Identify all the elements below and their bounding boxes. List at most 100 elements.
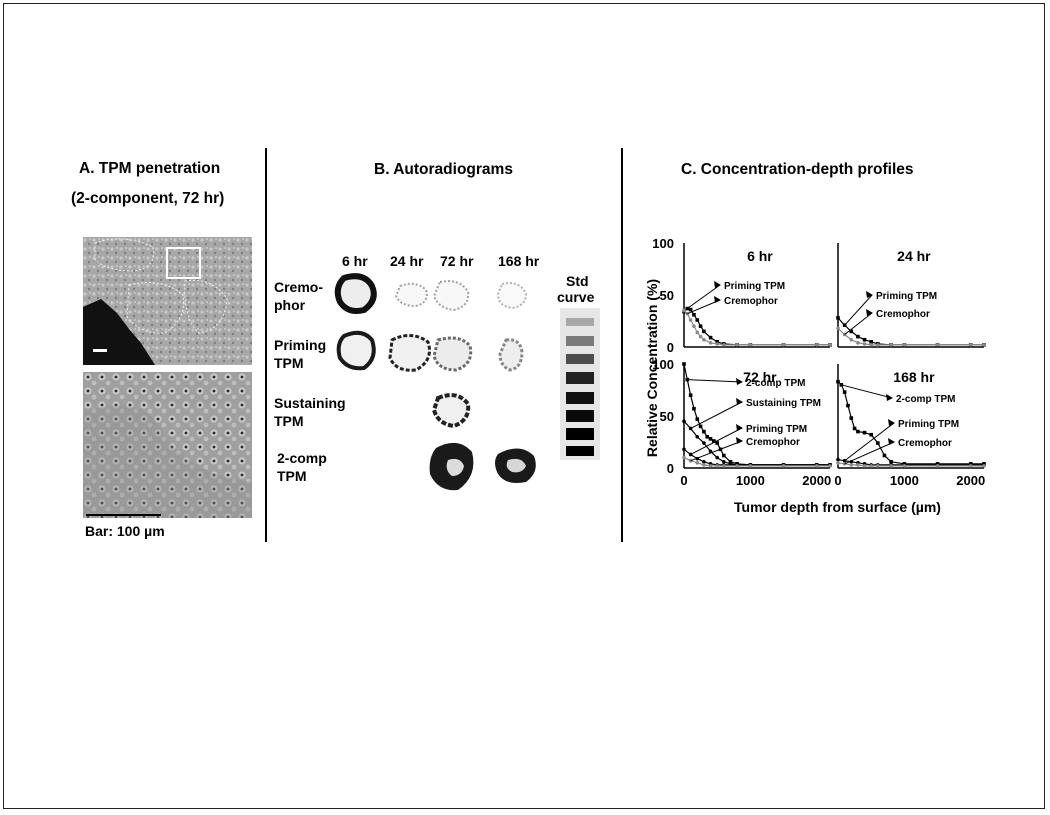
y-tick-label: 100 — [652, 357, 674, 372]
data-point — [882, 453, 887, 458]
data-point — [935, 464, 940, 468]
data-point — [695, 330, 700, 335]
data-point — [695, 435, 700, 439]
blot-priming-6hr — [336, 330, 376, 371]
time-label-72hr: 72 hr — [440, 253, 474, 269]
series-label: Priming TPM — [876, 291, 937, 302]
time-label-24hr: 24 hr — [390, 253, 424, 269]
micrograph-top — [83, 237, 252, 365]
data-point — [836, 326, 840, 331]
data-point — [695, 318, 700, 322]
data-point — [828, 343, 832, 347]
series-line — [683, 310, 830, 346]
data-point — [682, 362, 686, 366]
leader-line — [690, 440, 743, 462]
data-point — [715, 455, 719, 460]
data-point — [842, 462, 847, 466]
series-label: Priming TPM — [746, 424, 807, 435]
y-tick-label: 0 — [667, 461, 674, 476]
data-point — [682, 455, 686, 460]
data-point — [836, 316, 840, 320]
data-point — [836, 457, 840, 462]
row-label-line: Sustaining — [274, 395, 346, 411]
blot-priming-168hr — [498, 338, 524, 372]
data-point — [889, 459, 893, 464]
data-point — [869, 464, 873, 468]
leader-line — [844, 441, 895, 465]
std-curve-label: curve — [557, 289, 595, 305]
data-point — [705, 435, 710, 439]
row-label-line: TPM — [274, 413, 304, 429]
time-label-168hr: 168 hr — [498, 253, 540, 269]
panel-a-title: A. TPM penetration — [79, 160, 221, 177]
data-point — [682, 447, 686, 452]
x-tick-label: 2000 — [956, 473, 985, 488]
autoradiogram-grid — [334, 273, 536, 491]
data-point — [862, 464, 867, 468]
x-tick-label: 1000 — [890, 473, 919, 488]
arrowhead — [736, 398, 743, 405]
data-point — [862, 430, 867, 435]
data-point — [836, 379, 840, 384]
x-tick-label: 0 — [680, 473, 687, 488]
data-point — [846, 403, 850, 408]
data-point — [781, 464, 786, 468]
data-point — [735, 343, 739, 347]
arrowhead — [736, 378, 743, 385]
series-label: Priming TPM — [724, 281, 785, 292]
data-point — [708, 335, 713, 340]
data-point — [698, 324, 703, 328]
row-label-line: phor — [274, 297, 306, 313]
series-label: Priming TPM — [898, 419, 959, 430]
data-point — [688, 393, 693, 397]
x-axis-label: Tumor depth from surface (µm) — [734, 499, 941, 515]
leader-line — [844, 294, 873, 326]
divider-left — [265, 148, 267, 542]
data-point — [781, 343, 786, 347]
data-point — [862, 342, 867, 346]
data-point — [708, 464, 713, 468]
arrowhead — [888, 419, 895, 426]
row-label-line: TPM — [277, 468, 307, 484]
panel-c-title: C. Concentration-depth profiles — [681, 161, 914, 178]
data-point — [708, 437, 713, 441]
blot-priming-24hr — [388, 334, 431, 372]
series-line — [683, 307, 830, 346]
data-point — [692, 406, 696, 411]
scale-bar-label: Bar: 100 µm — [85, 523, 165, 539]
panel-a-subtitle: (2-component, 72 hr) — [71, 190, 225, 207]
data-point — [814, 464, 819, 468]
series-label: 2-comp TPM — [896, 394, 955, 405]
data-point — [849, 416, 854, 420]
chart-title: 72 hr — [743, 369, 777, 385]
y-tick-label: 50 — [660, 409, 674, 424]
y-tick-label: 0 — [667, 340, 674, 355]
arrowhead — [866, 291, 873, 298]
series-line — [837, 327, 984, 346]
data-point — [748, 343, 753, 347]
row-label-line: Cremo- — [274, 279, 324, 295]
data-point — [828, 464, 832, 468]
data-point — [862, 337, 867, 342]
data-point — [856, 429, 860, 434]
chart-title: 6 hr — [747, 248, 773, 264]
data-point — [889, 464, 893, 468]
data-point — [869, 343, 873, 347]
data-point — [715, 340, 719, 344]
data-point — [688, 452, 693, 457]
arrowhead — [736, 437, 743, 444]
arrowhead — [866, 309, 873, 316]
blot-cremophor-72hr — [432, 280, 470, 312]
data-point — [842, 390, 847, 394]
data-point — [869, 340, 873, 344]
page-frame — [3, 3, 1045, 809]
chart-title: 24 hr — [897, 248, 931, 264]
leader-line — [690, 401, 743, 429]
x-tick-label: 1000 — [736, 473, 765, 488]
blot-priming-72hr — [432, 336, 473, 372]
blot-cremophor-24hr — [394, 282, 428, 308]
